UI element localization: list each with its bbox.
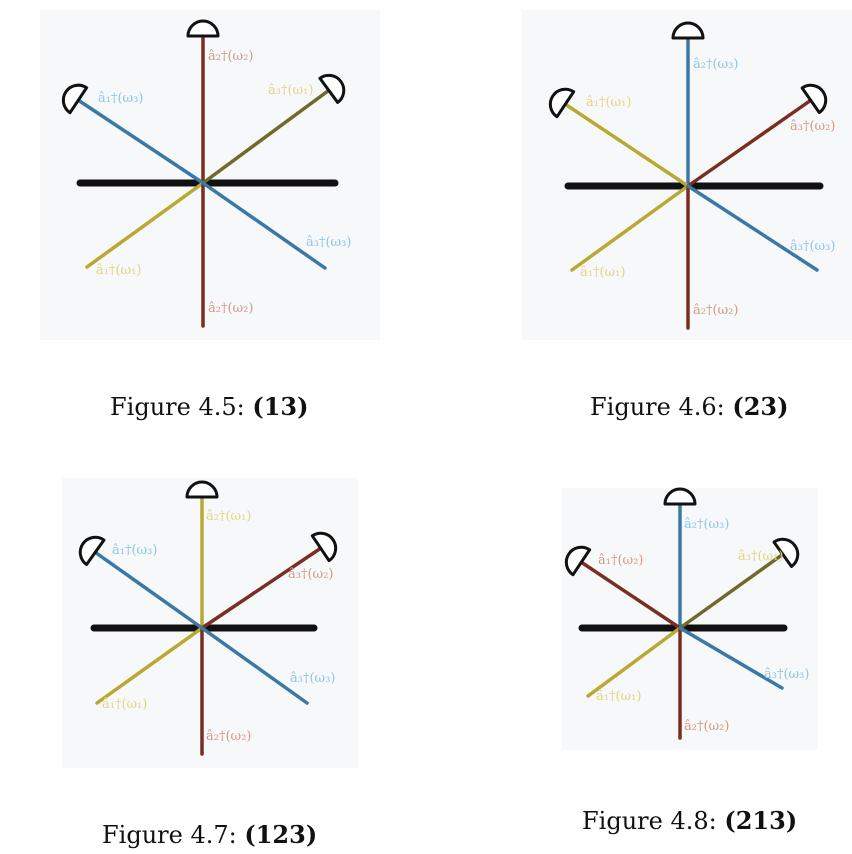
detector-icon [564, 545, 592, 577]
mode-label-up: â₂†(ω₃) [693, 57, 738, 72]
mode-label-up: â₂†(ω₁) [206, 509, 251, 524]
diagram-4-7: â₂†(ω₁) â₁†(ω₃) â₃†(ω₂) â₁†(ω₁) â₂†(ω₂) â₃†(ω… [62, 478, 358, 768]
detector-icon [310, 531, 338, 563]
diagram-4-6: â₂†(ω₃) â₁†(ω₁) â₃†(ω₂) â₁†(ω₁) â₂†(ω₂) â₃†(ω… [522, 10, 852, 340]
mode-label-up-right: â₃†(ω₂) [790, 119, 835, 134]
mode-label-down: â₂†(ω₂) [208, 301, 253, 316]
ray-down-left [570, 184, 690, 272]
mode-label-down: â₂†(ω₂) [684, 719, 729, 734]
detector-icon [548, 87, 576, 119]
caption-4-7: Figure 4.7: (123) [102, 820, 317, 849]
figure-panel-4-6: â₂†(ω₃) â₁†(ω₁) â₃†(ω₂) â₁†(ω₁) â₂†(ω₂) â₃†(ω… [522, 10, 852, 340]
mode-label-down: â₂†(ω₂) [693, 303, 738, 318]
mode-label-up-left: â₁†(ω₂) [598, 553, 643, 568]
ray-down-left [586, 626, 682, 698]
mode-label-down-left: â₁†(ω₁) [596, 689, 641, 704]
mode-label-down-left: â₁†(ω₁) [580, 265, 625, 280]
caption-permutation: (213) [724, 806, 798, 835]
caption-prefix: Figure 4.7: [102, 821, 237, 849]
diagram-background [40, 10, 380, 340]
detector-icon [186, 19, 220, 38]
ray-up-right [201, 86, 334, 185]
ray-up-right [200, 544, 326, 630]
mode-label-down-left: â₁†(ω₁) [96, 263, 141, 278]
ray-up-right [678, 550, 788, 630]
ray-down-right [686, 184, 819, 272]
ray-up-left [90, 548, 204, 630]
detector-icon [800, 83, 828, 115]
mode-label-up-left: â₁†(ω₃) [98, 91, 143, 106]
ray-down-right [201, 181, 327, 270]
ray-up-left [73, 96, 205, 185]
detector-icon [671, 21, 705, 40]
detector-icon [185, 480, 219, 499]
mode-label-down-right: â₃†(ω₃) [306, 235, 351, 250]
caption-4-5: Figure 4.5: (13) [110, 392, 308, 421]
ray-up-right [686, 96, 816, 188]
ray-up-left [560, 100, 690, 188]
caption-permutation: (123) [244, 820, 318, 849]
caption-prefix: Figure 4.6: [590, 393, 725, 421]
ray-up-left [576, 558, 682, 630]
mode-label-up-right: â₃†(ω₁) [268, 83, 313, 98]
ray-down-left [95, 626, 204, 705]
mode-label-up-left: â₁†(ω₁) [586, 95, 631, 110]
mode-label-down-right: â₃†(ω₃) [790, 239, 835, 254]
detector-icon [663, 487, 697, 506]
mode-label-down-left: â₁†(ω₁) [102, 697, 147, 712]
mode-label-up: â₂†(ω₂) [208, 49, 253, 64]
caption-4-8: Figure 4.8: (213) [582, 806, 797, 835]
mode-label-up-right: â₃†(ω₁) [738, 549, 783, 564]
detector-icon [318, 73, 346, 104]
mode-label-down: â₂†(ω₂) [206, 729, 251, 744]
mode-label-down-right: â₃†(ω₃) [290, 671, 335, 686]
caption-permutation: (13) [252, 392, 309, 421]
mode-label-down-right: â₃†(ω₃) [764, 667, 809, 682]
diagram-4-5: â₂†(ω₂) â₁†(ω₃) â₃†(ω₁) â₁†(ω₁) â₂†(ω₂) â₃†(ω… [40, 10, 380, 340]
caption-permutation: (23) [732, 392, 789, 421]
mode-label-up-left: â₁†(ω₃) [112, 543, 157, 558]
ray-down-right [678, 626, 784, 690]
caption-4-6: Figure 4.6: (23) [590, 392, 788, 421]
figure-panel-4-5: â₂†(ω₂) â₁†(ω₃) â₃†(ω₁) â₁†(ω₁) â₂†(ω₂) â₃†(ω… [40, 10, 380, 340]
ray-down-right [200, 626, 309, 705]
detector-icon [78, 535, 106, 567]
detector-icon [772, 537, 800, 569]
figure-panel-4-7: â₂†(ω₁) â₁†(ω₃) â₃†(ω₂) â₁†(ω₁) â₂†(ω₂) â₃†(ω… [62, 478, 358, 768]
mode-label-up-right: â₃†(ω₂) [288, 567, 333, 582]
detector-icon [61, 83, 89, 115]
figure-panel-4-8: â₂†(ω₃) â₁†(ω₂) â₃†(ω₁) â₁†(ω₁) â₂†(ω₂) â₃†(ω… [562, 487, 818, 750]
ray-down-left [85, 181, 205, 269]
caption-prefix: Figure 4.5: [110, 393, 245, 421]
diagram-4-8: â₂†(ω₃) â₁†(ω₂) â₃†(ω₁) â₁†(ω₁) â₂†(ω₂) â₃†(ω… [562, 487, 818, 750]
caption-prefix: Figure 4.8: [582, 807, 717, 835]
mode-label-up: â₂†(ω₃) [684, 517, 729, 532]
